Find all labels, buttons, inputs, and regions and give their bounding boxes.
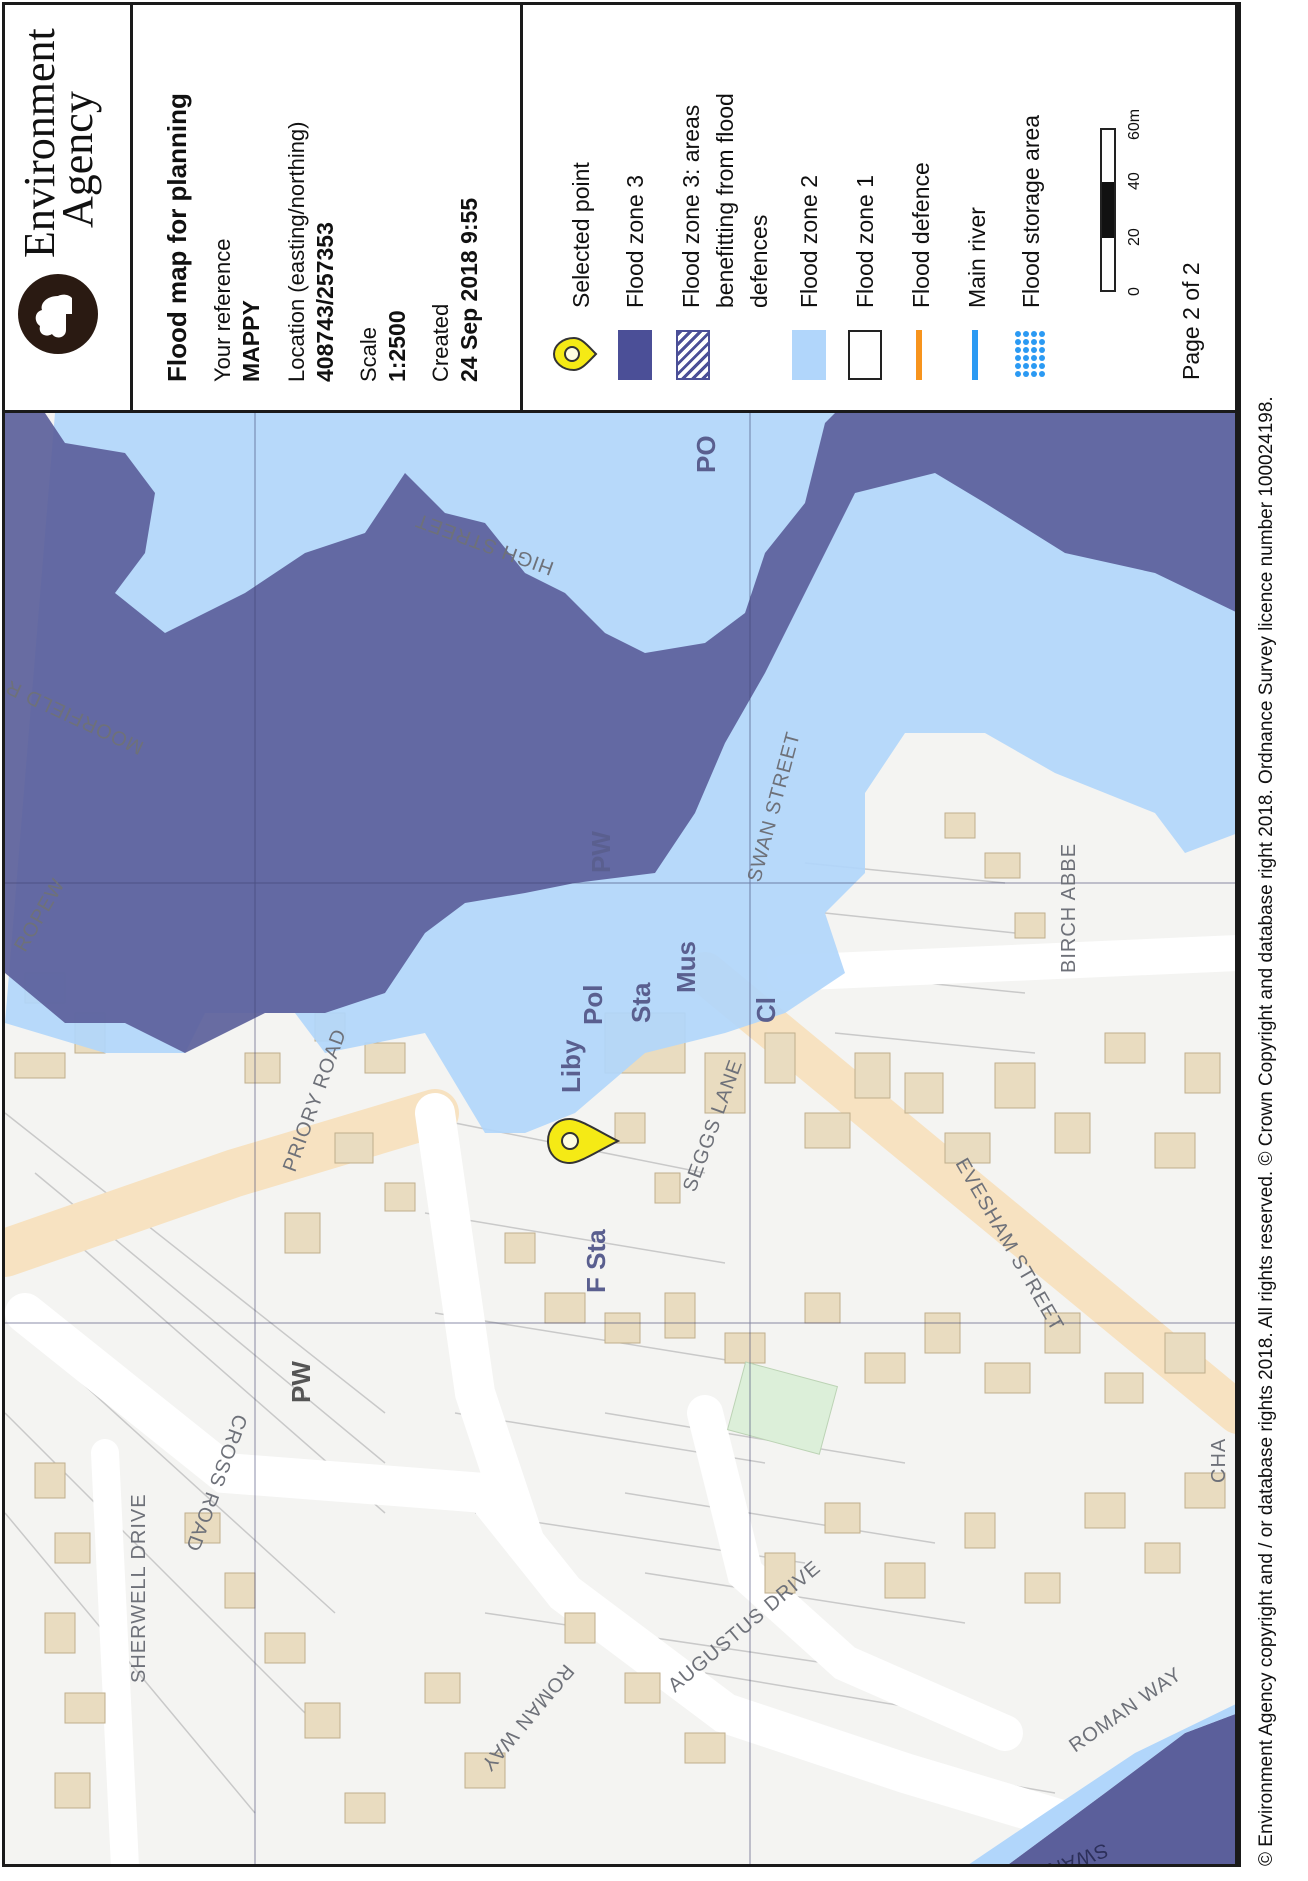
scale-bar-segment-dark bbox=[1102, 182, 1114, 238]
poi-label-pol: Pol bbox=[578, 985, 608, 1025]
panel-map-divider bbox=[5, 410, 1238, 413]
page-frame bbox=[2, 2, 1238, 1867]
legend-flood-zone-3-benefitting-swatch bbox=[676, 330, 710, 380]
poi-label-f-sta: F Sta bbox=[581, 1229, 611, 1293]
poi-label-cl: Cl bbox=[751, 997, 781, 1023]
legend-flood-zone-3-swatch bbox=[618, 330, 652, 380]
legend-flood-zone-1-swatch bbox=[848, 330, 882, 380]
tree-logo-icon bbox=[18, 274, 98, 354]
map-grid bbox=[5, 413, 1238, 1867]
road-label-sherwell-drive: SHERWELL DRIVE bbox=[128, 1493, 150, 1683]
legend-flood-zone-2-swatch bbox=[792, 330, 826, 380]
poi-labels: PO PW Pol Sta Mus Cl Liby F Sta PW bbox=[286, 435, 781, 1403]
flood-zone-2-corner bbox=[965, 1703, 1238, 1867]
flood-zone-3-area bbox=[5, 413, 1238, 1053]
poi-label-sta: Sta bbox=[626, 982, 656, 1023]
details-legend-divider bbox=[520, 2, 523, 412]
poi-label-mus: Mus bbox=[671, 941, 701, 993]
poi-label-pw-1: PW bbox=[586, 831, 616, 873]
legend-main-river-swatch bbox=[972, 330, 978, 380]
environment-agency-logo bbox=[16, 272, 100, 356]
legend-flood-storage-swatch bbox=[1015, 331, 1045, 377]
copyright-notice: © Environment Agency copyright and / or … bbox=[1256, 396, 1277, 1866]
logo-details-divider bbox=[130, 2, 133, 412]
flood-zone-3-corner bbox=[1005, 1713, 1238, 1867]
road-label-cha: CHA bbox=[1208, 1438, 1230, 1483]
green-space bbox=[726, 1361, 839, 1455]
selected-point-marker[interactable] bbox=[546, 1117, 621, 1165]
footer-divider bbox=[1238, 2, 1241, 1867]
road-label-birch-abbey: BIRCH ABBE bbox=[1058, 843, 1080, 973]
legend-flood-defence-swatch bbox=[916, 330, 922, 380]
poi-label-liby: Liby bbox=[556, 1039, 586, 1093]
scale-bar bbox=[1100, 128, 1116, 292]
poi-label-pw-2: PW bbox=[286, 1361, 316, 1403]
legend-selected-point-icon bbox=[552, 336, 598, 372]
poi-label-po: PO bbox=[691, 435, 721, 473]
flood-map-canvas[interactable]: HIGH STREET MOORFIELD R SWAN STREET BIRC… bbox=[5, 413, 1238, 1867]
